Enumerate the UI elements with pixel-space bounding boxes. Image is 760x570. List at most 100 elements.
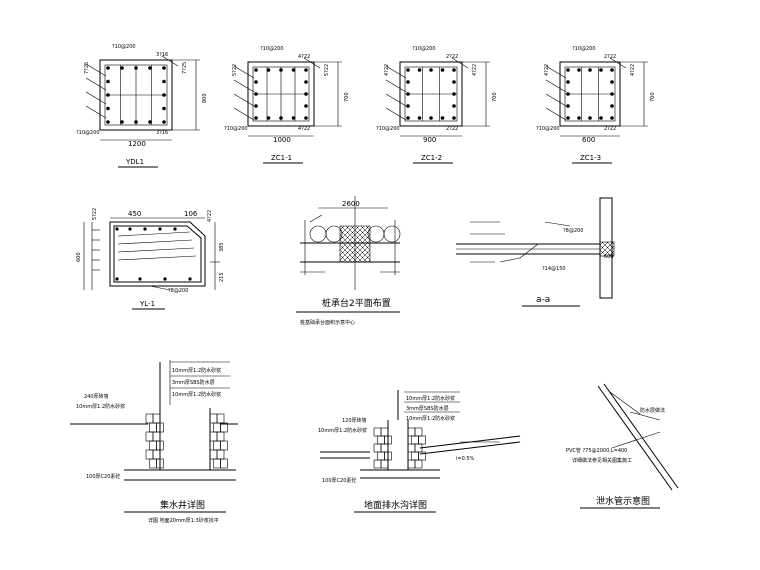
trench-base: 100厚C20素砼 [322,477,356,484]
rebar-dot [106,106,110,111]
rebar-dot [452,92,456,96]
rebar-dot [120,66,124,70]
rebar-dot [162,106,166,111]
rebar-dot [406,92,410,96]
sump-l2: 3mm厚SBS防水层 [172,379,215,386]
section-right-side: 7?25 [182,62,188,74]
rebar-dot [304,104,308,108]
rebar-dot [610,92,614,96]
section-top-right: 4?22 [298,54,310,60]
rebar-dot [304,68,308,72]
section-bottom-right: 2?22 [446,126,458,132]
section-bottom-left: ?10@200 [76,130,100,136]
trench-l3: 10mm厚1:2防水砂浆 [406,415,455,422]
section-bottom-right: 3?16 [156,130,168,136]
rebar-dot [120,120,124,124]
rebar-dot [599,116,603,120]
rebar-dot [304,92,308,96]
yl1-left-dim: 600 [76,252,82,262]
trench-slope: i=0.5% [456,456,475,462]
aa-section: ?8@200 ?14@150 600 a-a [456,197,615,307]
aa-section-label: a-a [536,295,550,305]
section-height-dim: 700 [492,92,498,102]
rebar-dot [566,104,570,108]
section-top-right: 3?16 [156,52,168,58]
section-height-dim: 800 [202,93,208,103]
section-right-side: 4?22 [630,64,636,76]
trench-wall2: 10mm厚1:2防水砂浆 [318,427,367,434]
yl1-right-dim1: 385 [219,242,225,252]
section-left-side: 4?22 [544,64,550,76]
sump-title: 集水井详图 [160,499,205,511]
rebar-dot [254,92,258,96]
rebar-dot [610,68,614,72]
sump-l3: 10mm厚1:2防水砂浆 [172,391,221,398]
rebar-dot [134,120,138,124]
rebar-dot [406,68,410,72]
section-bottom-left: ?10@200 [224,126,248,132]
trench-wall: 120厚砖墙 [342,417,367,424]
rebar-dot [440,116,445,120]
rebar-dot [577,68,581,72]
section-top-bar: ?10@200 [572,46,596,52]
rebar-dot [279,116,283,120]
sump-detail: 10mm厚1:2防水砂浆 3mm厚SBS防水层 10mm厚1:2防水砂浆 240… [70,360,238,524]
rebar-dot [417,116,422,120]
section-top-bar: ?10@200 [112,44,136,50]
section-bottom-right: 4?22 [298,126,310,132]
rebar-dot [304,80,308,84]
section-right-side: 4?22 [472,64,478,76]
yl1-top-left: 5?22 [92,208,98,220]
rebar-dot [162,79,166,84]
trench-title: 地面排水沟详图 [364,499,427,511]
rebar-dot [566,68,570,72]
rebar-dot [254,116,258,120]
rebar-dot [148,120,152,124]
rebar-dot [417,68,422,72]
rebar-dot [452,116,456,120]
rebar-dot [148,66,152,70]
yl1-w2: 106 [184,210,198,218]
section-top-right: 2?22 [604,54,616,60]
rebar-dot [254,68,258,72]
rebar-dot [134,66,138,70]
rebar-dot [566,116,570,120]
section-right-side: 5?22 [324,64,330,76]
rebar-dot [610,80,614,84]
yl1-stirrup: ?8@200 [168,288,188,294]
trench-detail: 10mm厚1:2防水砂浆 3mm厚SBS防水层 10mm厚1:2防水砂浆 120… [318,390,521,513]
section-width-dim: 1200 [128,140,146,148]
rebar-dot [279,68,283,72]
section-bottom-left: ?10@200 [376,126,400,132]
rebar-dot [406,80,410,84]
pipe-top: 防水层做法 [640,407,665,414]
rebar-dot [610,104,614,108]
yl1-right-dim2: 215 [219,272,225,282]
trench-l1: 10mm厚1:2防水砂浆 [406,395,455,402]
rebar-dot [452,80,456,84]
section-bottom-left: ?10@200 [536,126,560,132]
section-title: ZC1-3 [580,154,601,162]
section-title: ZC1-2 [421,154,442,162]
pipe-title: 泄水管示意图 [596,495,650,507]
rebar-dot [106,66,110,70]
pile-title: 桩承台2平面布置 [322,297,391,309]
section-width-dim: 900 [423,136,436,144]
section-width-dim: 600 [582,136,595,144]
sump-l1: 10mm厚1:2防水砂浆 [172,367,221,374]
yl1-top-right: 4?22 [207,210,213,222]
sump-note: 详图 地面20mm厚1:3砂浆找平 [148,517,219,524]
sump-wall2: 10mm厚1:2防水砂浆 [76,403,125,410]
section-top-right: 2?22 [446,54,458,60]
rebar-dot [291,116,296,120]
rebar-dot [162,93,166,97]
rebar-dot [429,68,433,72]
section-title: YDL1 [125,158,144,166]
rebar-dot [599,68,603,72]
trench-l2: 3mm厚SBS防水层 [406,405,449,412]
rebar-dot [291,68,296,72]
